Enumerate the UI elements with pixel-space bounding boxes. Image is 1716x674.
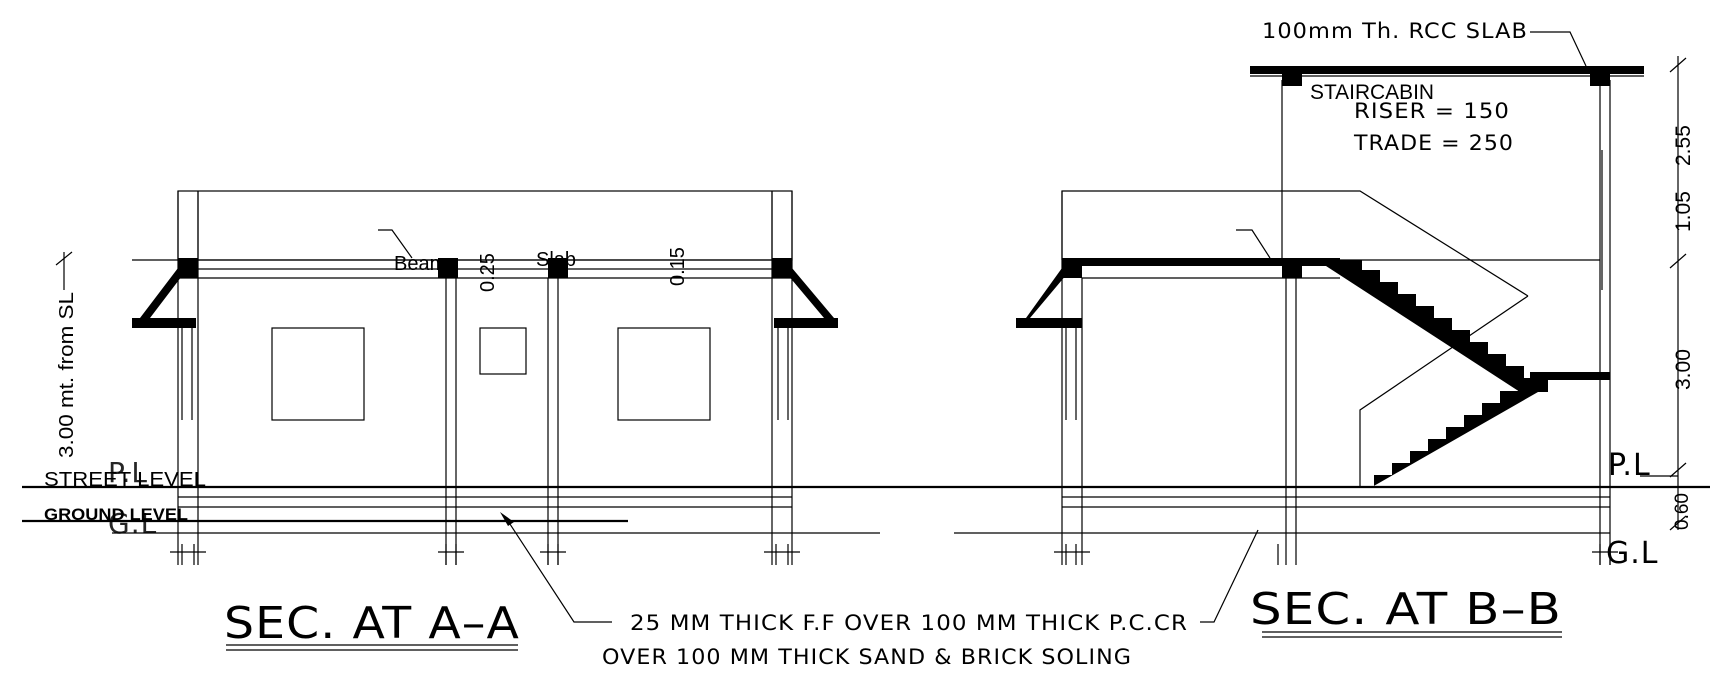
section-b: 100mm Th. RCC SLAB STAIRCABIN RISER = 15… bbox=[954, 19, 1695, 638]
section-a: Beam 0.25 Slab 0.15 STREET LEVEL GROUND … bbox=[44, 190, 880, 651]
beam-label: Beam bbox=[394, 253, 446, 275]
stair-flight-upper bbox=[1326, 260, 1542, 392]
stair-flight-lower bbox=[1358, 380, 1540, 487]
floor-note: 25 MM THICK F.F OVER 100 MM THICK P.C.CR… bbox=[500, 512, 1259, 669]
window-right bbox=[617, 327, 711, 421]
trade-label: TRADE = 250 bbox=[1353, 131, 1514, 155]
window-left bbox=[271, 327, 365, 421]
floor-note-line2: OVER 100 MM THICK SAND & BRICK SOLING bbox=[602, 645, 1132, 669]
parapet bbox=[177, 190, 793, 261]
ground-level-label: GROUND LEVEL bbox=[44, 505, 188, 524]
riser-label: RISER = 150 bbox=[1354, 99, 1510, 123]
chajja-right bbox=[774, 268, 838, 328]
section-a-title: SEC. AT A–A bbox=[224, 598, 520, 649]
beam-depth-label: 0.25 bbox=[477, 253, 499, 292]
floor-note-leader-left bbox=[505, 517, 612, 623]
floor-note-leader-right bbox=[1200, 529, 1259, 623]
cabin-slab bbox=[1250, 66, 1644, 74]
gl-label-b: G.L bbox=[1606, 536, 1659, 571]
section-b-title: SEC. AT B–B bbox=[1250, 584, 1562, 635]
slab-depth-label: 0.15 bbox=[667, 247, 689, 286]
rcc-slab-label: 100mm Th. RCC SLAB bbox=[1262, 19, 1528, 43]
pl-label-b: P.L bbox=[1608, 448, 1651, 483]
height-dimension: 3.00 mt. from SL bbox=[56, 292, 78, 458]
floor-note-line1: 25 MM THICK F.F OVER 100 MM THICK P.C.CR bbox=[630, 611, 1188, 635]
chajja-left-b bbox=[1016, 268, 1082, 328]
pl-label-a: P.L bbox=[108, 456, 148, 489]
chajja-left bbox=[132, 268, 196, 328]
gl-label-a: G.L bbox=[108, 507, 157, 540]
stair-landing bbox=[1530, 372, 1610, 380]
dim-2-55: 2.55 bbox=[1672, 125, 1695, 166]
vent bbox=[479, 327, 527, 375]
street-level-label: STREET LEVEL bbox=[44, 469, 206, 491]
dim-1-05: 1.05 bbox=[1672, 191, 1695, 232]
staircabin-label: STAIRCABIN bbox=[1310, 81, 1434, 104]
dim-0-60: 0.60 bbox=[1672, 493, 1693, 530]
roof-slab-b bbox=[1062, 258, 1340, 266]
dim-3-00: 3.00 bbox=[1672, 349, 1695, 390]
slab-label: Slab bbox=[536, 249, 576, 271]
